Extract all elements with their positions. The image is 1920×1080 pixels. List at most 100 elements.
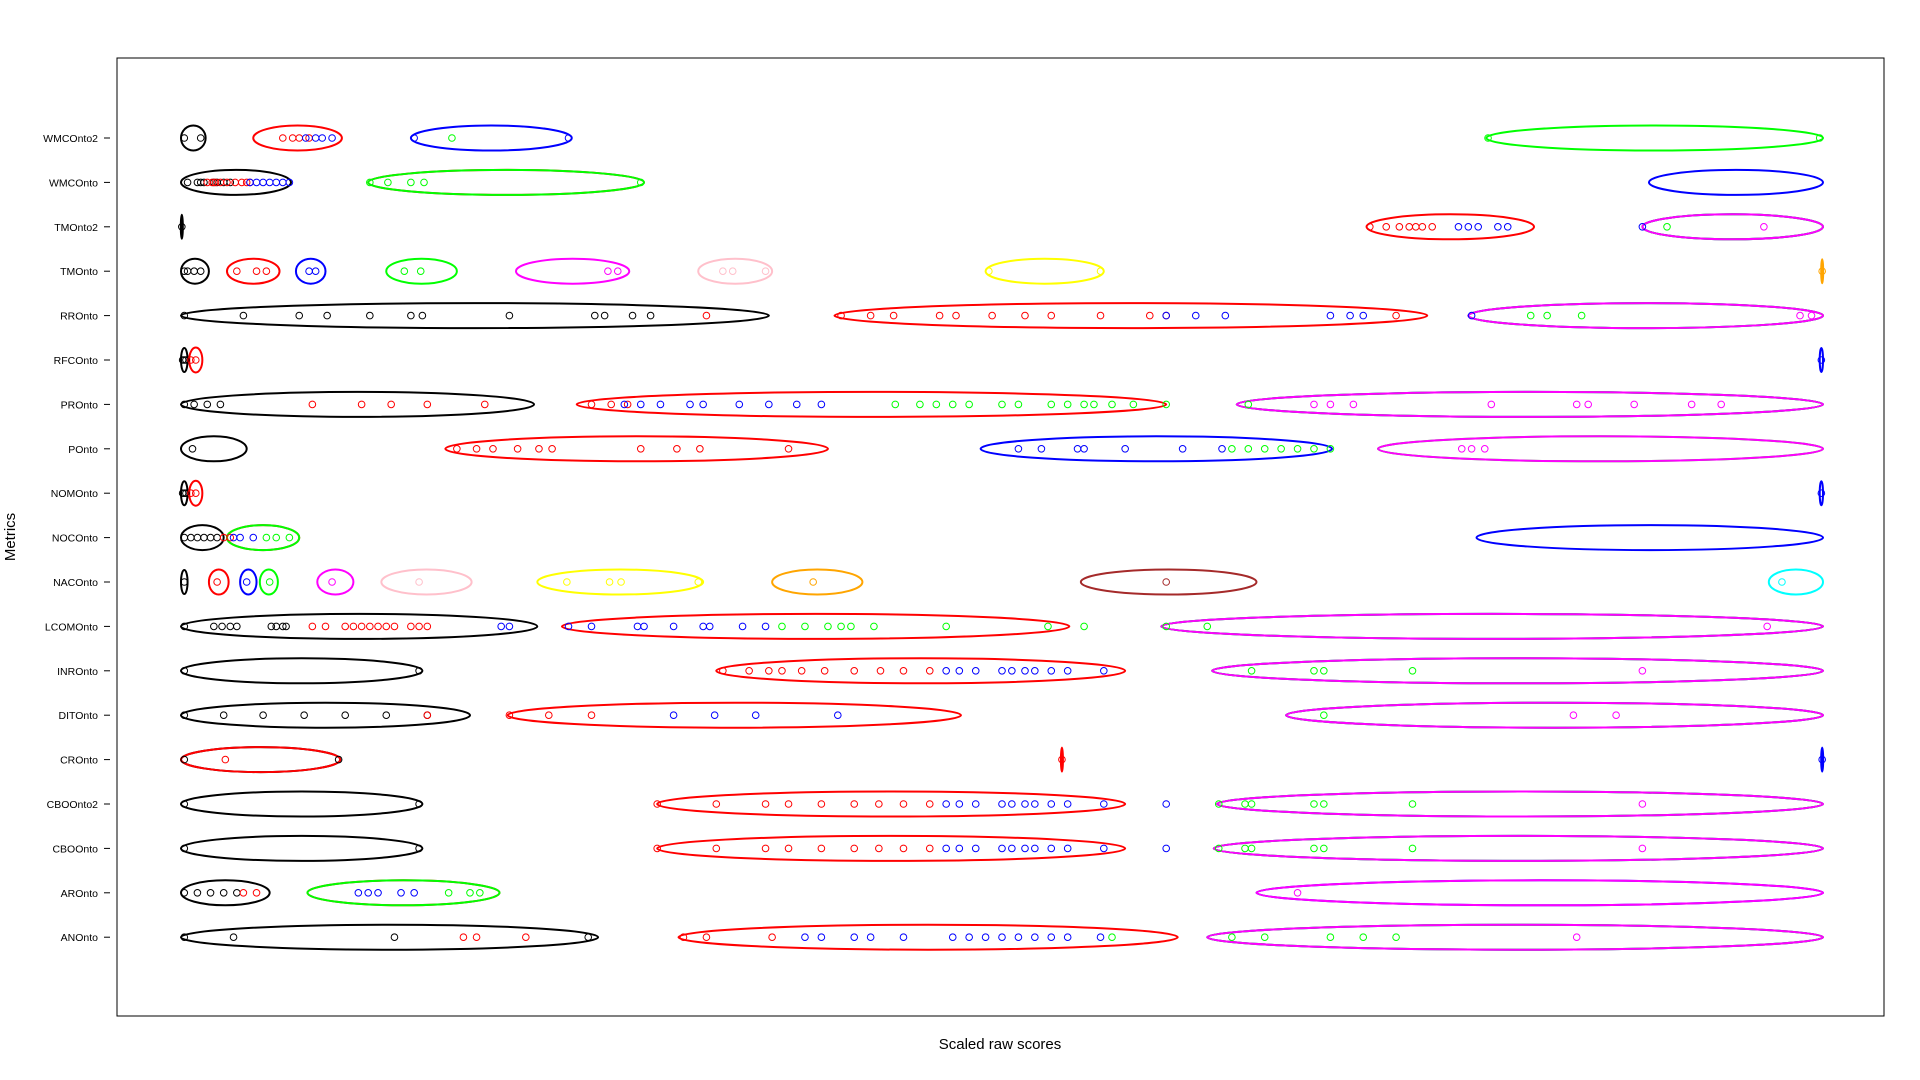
data-point [1612, 711, 1620, 720]
data-point [899, 667, 908, 675]
data-point [262, 267, 271, 276]
data-point [719, 267, 727, 276]
data-point [1815, 134, 1824, 142]
data-point [955, 800, 964, 808]
data-point [1310, 445, 1318, 453]
data-point [1260, 445, 1269, 453]
data-point [178, 223, 186, 231]
cluster-ellipse [1467, 302, 1824, 330]
data-point [301, 134, 310, 142]
y-tick-label: RROnto [60, 311, 98, 323]
cluster-ellipse [833, 302, 1429, 330]
cluster-ellipses [179, 124, 1825, 951]
data-point [745, 667, 753, 675]
data-point [1047, 311, 1056, 320]
data-point [407, 622, 415, 631]
data-point [472, 933, 481, 942]
cluster-ellipse [771, 568, 864, 596]
cluster-ellipse [180, 257, 210, 285]
data-point [1031, 667, 1039, 675]
data-point [1392, 933, 1400, 942]
data-point [279, 622, 287, 631]
data-point [719, 667, 727, 675]
cluster-ellipse [1641, 213, 1824, 241]
data-point [188, 445, 197, 453]
data-point [183, 178, 192, 187]
data-point [1480, 445, 1489, 453]
data-point [1796, 311, 1804, 320]
y-tick-label: POnto [68, 444, 98, 456]
data-point [899, 933, 908, 942]
data-point [318, 134, 327, 142]
data-point [617, 578, 625, 586]
data-points [178, 134, 1826, 942]
data-point [866, 311, 875, 320]
data-point [242, 578, 251, 586]
data-point [916, 400, 924, 409]
data-point [420, 178, 428, 187]
y-tick-label: LCOMOnto [45, 621, 98, 633]
data-point [382, 711, 391, 720]
data-point [308, 400, 317, 409]
data-point [1047, 933, 1056, 942]
data-point [423, 711, 432, 720]
data-point [219, 889, 228, 897]
cluster-ellipse [536, 568, 705, 596]
data-point [761, 622, 770, 631]
data-point [206, 533, 215, 542]
data-point [1408, 667, 1417, 675]
cluster-ellipse [306, 879, 501, 907]
cluster-ellipse [409, 124, 573, 152]
cluster-ellipse [1820, 258, 1825, 285]
cluster-ellipse [316, 568, 355, 596]
data-point [415, 578, 423, 586]
data-point [751, 711, 760, 720]
data-point [1244, 400, 1253, 409]
data-point [797, 667, 806, 675]
data-point [1108, 933, 1116, 942]
data-point [817, 400, 826, 409]
data-point [784, 800, 793, 808]
cluster-ellipse [1216, 790, 1825, 818]
data-point [1366, 223, 1374, 231]
cluster-ellipse [180, 480, 189, 507]
data-point [985, 267, 993, 276]
y-tick-label: NOMOnto [51, 488, 98, 500]
y-tick-label: NOCOnto [52, 533, 98, 545]
data-point [1663, 223, 1671, 231]
data-point [190, 267, 198, 276]
data-point [998, 800, 1006, 808]
cluster-ellipse [258, 568, 279, 596]
data-point [1638, 800, 1647, 808]
data-point [850, 933, 859, 942]
data-point [728, 267, 737, 276]
data-point [1320, 711, 1328, 720]
data-point [397, 889, 405, 897]
data-point [694, 578, 703, 586]
data-point [998, 844, 1006, 853]
data-point [272, 533, 281, 542]
data-point [497, 622, 505, 631]
cluster-ellipse [180, 435, 248, 463]
data-point [778, 667, 786, 675]
data-point [1178, 445, 1187, 453]
cluster-ellipse [188, 479, 204, 507]
data-point [1221, 311, 1230, 320]
y-tick-label: NACOnto [53, 577, 98, 589]
data-point [965, 400, 973, 409]
data-point [288, 134, 297, 142]
data-point [587, 711, 596, 720]
data-point [384, 178, 392, 187]
data-point [889, 311, 898, 320]
data-point [1063, 800, 1072, 808]
cluster-ellipse [1211, 657, 1824, 685]
data-point [801, 622, 809, 631]
data-point [850, 800, 859, 808]
data-point [259, 711, 267, 720]
data-point [998, 667, 1006, 675]
cluster-ellipse [180, 347, 189, 373]
data-point [190, 400, 198, 409]
cluster-ellipse [180, 612, 539, 640]
cluster-ellipse [1160, 612, 1824, 640]
data-point [1247, 667, 1256, 675]
